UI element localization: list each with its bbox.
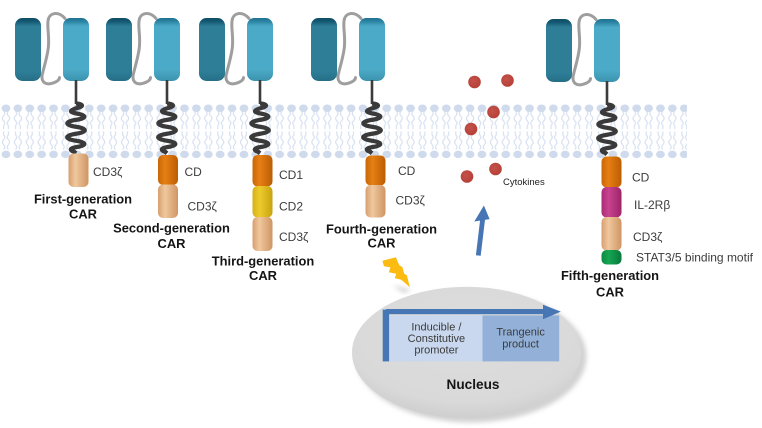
svg-text:CD3ζ: CD3ζ bbox=[396, 194, 426, 208]
svg-text:Inducible /: Inducible / bbox=[411, 322, 462, 334]
svg-text:CD3ζ: CD3ζ bbox=[188, 200, 218, 214]
svg-text:product: product bbox=[502, 338, 539, 350]
svg-text:CAR: CAR bbox=[249, 268, 278, 283]
svg-text:CD3ζ: CD3ζ bbox=[279, 230, 309, 244]
svg-text:First-generation: First-generation bbox=[34, 192, 132, 207]
svg-text:CAR: CAR bbox=[69, 207, 98, 222]
svg-text:CAR: CAR bbox=[158, 236, 187, 251]
svg-text:Second-generation: Second-generation bbox=[113, 221, 230, 236]
svg-text:CD: CD bbox=[632, 171, 650, 185]
svg-text:Fourth-generation: Fourth-generation bbox=[326, 221, 437, 236]
svg-text:Fifth-generation: Fifth-generation bbox=[561, 268, 659, 283]
svg-text:CD3ζ: CD3ζ bbox=[633, 230, 663, 244]
svg-text:CD3ζ: CD3ζ bbox=[93, 165, 123, 179]
svg-text:STAT3/5 binding motif: STAT3/5 binding motif bbox=[636, 251, 754, 265]
svg-text:IL-2Rβ: IL-2Rβ bbox=[634, 198, 670, 212]
svg-text:promoter: promoter bbox=[414, 345, 458, 357]
svg-text:CD: CD bbox=[185, 165, 203, 179]
svg-text:Cytokines: Cytokines bbox=[503, 177, 545, 188]
svg-text:CD2: CD2 bbox=[279, 200, 303, 214]
svg-text:CD1: CD1 bbox=[279, 168, 303, 182]
svg-text:Trangenic: Trangenic bbox=[496, 326, 545, 338]
svg-text:CD: CD bbox=[398, 164, 416, 178]
svg-text:Third-generation: Third-generation bbox=[212, 254, 315, 269]
svg-text:CAR: CAR bbox=[368, 236, 397, 251]
svg-text:Constitutive: Constitutive bbox=[408, 333, 465, 345]
svg-text:CAR: CAR bbox=[596, 284, 625, 299]
svg-text:Nucleus: Nucleus bbox=[447, 377, 500, 392]
